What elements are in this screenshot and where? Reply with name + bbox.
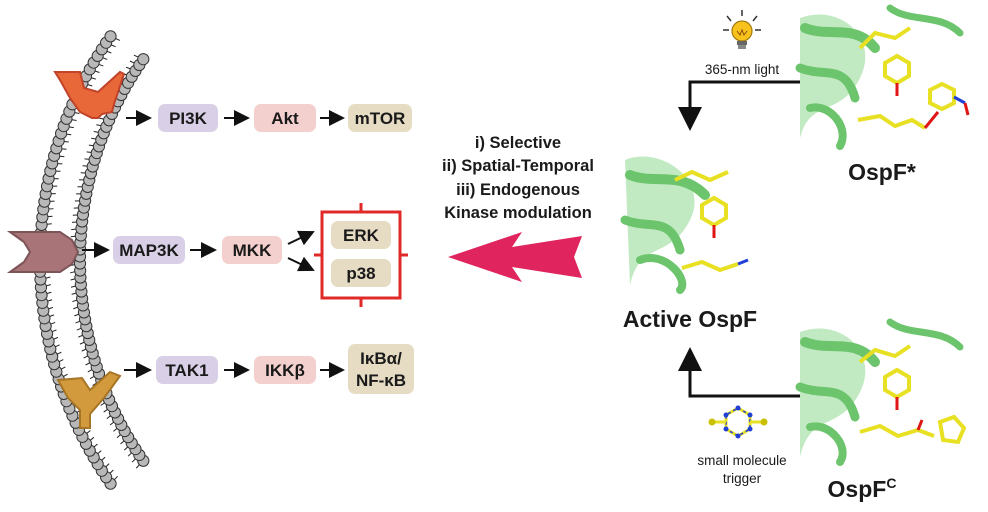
- active-ospf-label: Active OspF: [623, 306, 757, 332]
- arrow-mkk-p38: [287, 256, 315, 272]
- trigger-label-line1: small molecule: [697, 453, 786, 468]
- node-pi3k: PI3K: [169, 109, 208, 128]
- node-p38-box: [331, 259, 391, 287]
- node-tak1-box: [156, 356, 218, 384]
- ospf-c-superscript: C: [886, 475, 896, 491]
- arrow-light-activation: [678, 80, 800, 131]
- node-pi3k-box: [158, 104, 218, 132]
- lipid-head: [104, 30, 117, 43]
- lightbulb-icon: [723, 10, 761, 49]
- property-kinase-modulation: Kinase modulation: [444, 204, 592, 222]
- protein-structure-ospf-star: [795, 4, 970, 150]
- node-nfkb-line2: NF-κB: [356, 371, 406, 390]
- cell-membrane: [33, 30, 150, 490]
- property-spatial-temporal: ii) Spatial-Temporal: [442, 157, 594, 175]
- node-akt-box: [254, 104, 316, 132]
- arrow-mkk-erk: [287, 230, 315, 246]
- ospf-star-label: OspF*: [848, 159, 916, 185]
- receptor-top: [53, 70, 126, 119]
- node-nfkb-box: [348, 344, 414, 394]
- node-ikkb-box: [254, 356, 316, 384]
- node-nfkb-line1: IκBα/: [360, 349, 402, 368]
- light-label: 365-nm light: [705, 62, 780, 77]
- receptor-bottom: [56, 370, 122, 429]
- node-mkk: MKK: [233, 241, 272, 260]
- node-mtor: mTOR: [355, 109, 406, 128]
- modulation-arrow: [448, 232, 582, 282]
- node-akt: Akt: [271, 109, 299, 128]
- protein-structure-ospf-c: [795, 318, 970, 466]
- node-mtor-box: [348, 104, 412, 132]
- property-endogenous: iii) Endogenous: [456, 181, 580, 199]
- protein-structure-active-ospf: [620, 150, 760, 294]
- inhibition-box: [314, 203, 408, 307]
- lipid-head: [137, 53, 150, 66]
- receptor-middle: [6, 231, 80, 273]
- node-map3k-box: [113, 236, 185, 264]
- node-erk: ERK: [343, 226, 380, 245]
- ospf-c-base: OspF: [828, 476, 887, 502]
- small-molecule-icon: [708, 405, 768, 439]
- node-erk-box: [331, 221, 391, 249]
- ospf-c-label: OspFC: [828, 475, 897, 502]
- trigger-label-line2: trigger: [723, 471, 762, 486]
- node-map3k: MAP3K: [119, 241, 179, 260]
- property-selective: i) Selective: [475, 134, 561, 152]
- arrow-chemical-activation: [678, 347, 800, 398]
- node-ikkb: IKKβ: [265, 361, 305, 380]
- node-tak1: TAK1: [165, 361, 208, 380]
- node-mkk-box: [222, 236, 282, 264]
- node-p38: p38: [346, 264, 375, 283]
